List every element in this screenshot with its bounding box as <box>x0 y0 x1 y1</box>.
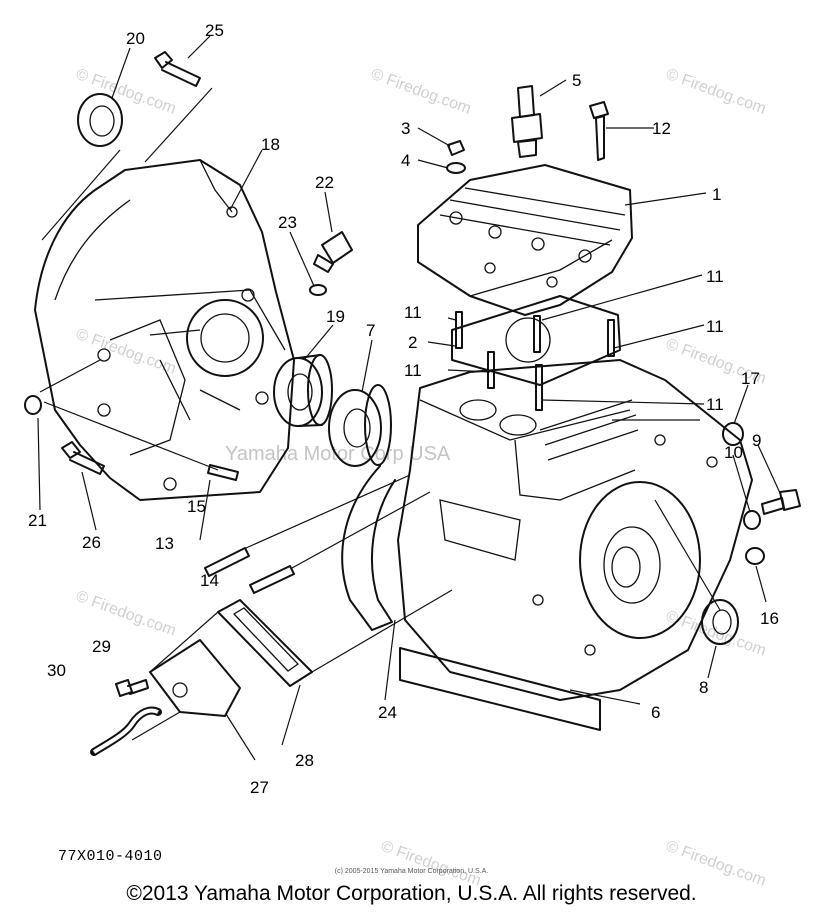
callout-27: 27 <box>250 778 269 797</box>
callout-10: 10 <box>724 443 743 462</box>
gasket-28 <box>217 599 313 687</box>
copyright-notice: ©2013 Yamaha Motor Corporation, U.S.A. A… <box>126 882 697 905</box>
washer-4 <box>446 162 466 174</box>
bolt-26 <box>61 441 105 475</box>
callout-23: 23 <box>278 213 297 232</box>
callouts: 20 25 18 22 23 19 7 21 26 15 13 14 29 30… <box>28 21 779 797</box>
breather-cover-boss <box>172 682 188 698</box>
callout-8: 8 <box>699 678 708 697</box>
callout-7: 7 <box>366 321 375 340</box>
callout-29: 29 <box>92 637 111 656</box>
breather-hose-30-inner <box>92 708 159 754</box>
callout-12: 12 <box>652 119 671 138</box>
callout-11: 11 <box>706 317 724 336</box>
callout-24: 24 <box>378 703 397 722</box>
leader-lines <box>37 35 781 761</box>
watermark: © Firedog.com <box>664 608 769 660</box>
callout-26: 26 <box>82 533 101 552</box>
bolt-9 <box>761 489 801 515</box>
stud-11 <box>607 319 615 357</box>
callout-3: 3 <box>401 119 410 138</box>
callout-14: 14 <box>200 571 219 590</box>
callout-22: 22 <box>315 173 334 192</box>
callout-15: 15 <box>187 497 206 516</box>
bolt-12 <box>589 101 609 161</box>
bolt-29 <box>115 679 149 697</box>
callout-30: 30 <box>47 661 66 680</box>
stud-13 <box>204 547 250 577</box>
watermark-center: Yamaha Motor Corp USA <box>225 443 451 465</box>
callout-21: 21 <box>28 511 47 530</box>
callout-4: 4 <box>401 151 410 170</box>
callout-18: 18 <box>261 135 280 154</box>
callout-5: 5 <box>572 71 581 90</box>
breather-cover-27 <box>149 639 241 717</box>
gasket-24 <box>341 465 396 631</box>
stud-11 <box>487 351 495 389</box>
diagram-code: 77X010-4010 <box>58 848 163 865</box>
callout-20: 20 <box>126 29 145 48</box>
callout-13: 13 <box>155 534 174 553</box>
callout-6: 6 <box>651 703 660 722</box>
stud-11 <box>535 364 543 411</box>
crankcase-block <box>397 359 753 731</box>
callout-11: 11 <box>706 395 724 414</box>
pin-15 <box>207 464 239 481</box>
o-ring-23 <box>309 284 327 296</box>
callout-19: 19 <box>326 307 345 326</box>
watermark: © Firedog.com <box>369 66 474 118</box>
callout-17: 17 <box>741 369 760 388</box>
callout-1: 1 <box>712 185 721 204</box>
oil-seal-20 <box>77 93 123 147</box>
watermark: © Firedog.com <box>664 66 769 118</box>
callout-2: 2 <box>408 333 417 352</box>
stud-11 <box>455 311 463 349</box>
stud-11 <box>533 315 541 353</box>
bolt-25 <box>154 51 201 87</box>
watermark: © Firedog.com <box>74 66 179 118</box>
head-gasket-bore <box>505 317 551 363</box>
watermarks: © Firedog.com © Firedog.com © Firedog.co… <box>74 66 769 890</box>
washer-21 <box>24 395 42 415</box>
cylinder-head <box>417 164 633 316</box>
callout-11: 11 <box>706 267 724 286</box>
callout-9: 9 <box>752 431 761 450</box>
head-gasket-2 <box>451 295 621 386</box>
oil-seal-8 <box>701 599 739 645</box>
watermark: © Firedog.com <box>74 588 179 640</box>
callout-25: 25 <box>205 21 224 40</box>
callout-11: 11 <box>404 303 422 322</box>
gasket-28-inner <box>232 607 299 672</box>
plug-22 <box>313 231 353 273</box>
cap-16 <box>745 547 765 565</box>
bearing-7 <box>328 384 392 467</box>
nut-3 <box>447 140 465 156</box>
small-copyright: (c) 2005-2015 Yamaha Motor Corporation, … <box>334 868 489 875</box>
crankcase-cover <box>34 159 295 501</box>
bearing-19 <box>273 354 333 427</box>
callout-28: 28 <box>295 751 314 770</box>
spark-plug-5 <box>511 85 543 158</box>
washer-10 <box>743 510 761 530</box>
callout-16: 16 <box>760 609 779 628</box>
stud-14 <box>249 565 295 594</box>
callout-11: 11 <box>404 361 422 380</box>
cap-17 <box>722 422 744 446</box>
